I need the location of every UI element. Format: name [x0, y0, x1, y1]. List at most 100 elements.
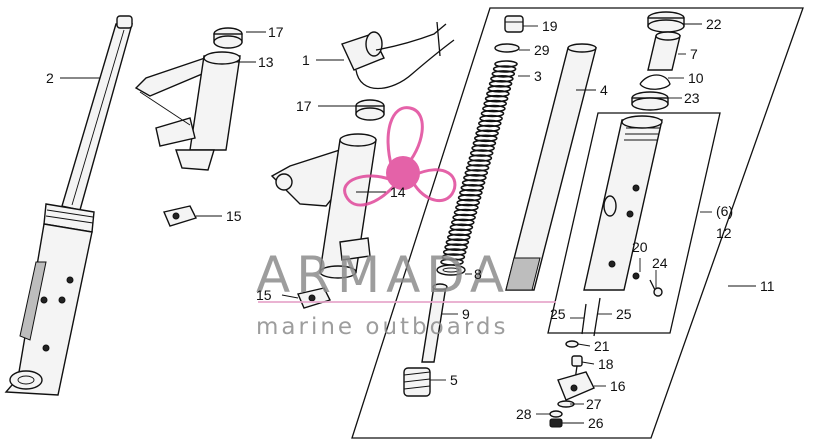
spring-coil: [455, 203, 479, 212]
spring-coil: [453, 208, 478, 217]
pin-left: [581, 303, 587, 335]
spring-coil: [486, 89, 510, 98]
brand-name: ARMADA: [256, 246, 510, 304]
spring-coil: [476, 124, 501, 133]
clip-upper: [163, 205, 197, 227]
callout-labels: 2 17 13 1 17 14 15 15 19 29 3 4 8 9 5 22…: [46, 16, 775, 431]
axle-bolt: [649, 279, 663, 297]
spring-coil: [490, 75, 514, 83]
retaining-clip: [639, 74, 671, 90]
spring-coil: [480, 109, 505, 118]
spring-coil: [491, 70, 516, 78]
pin-right: [593, 297, 601, 337]
callout-26: 26: [588, 415, 604, 431]
brand-tagline: marine outboards: [256, 314, 508, 340]
spring-coil: [465, 164, 490, 172]
watermark: ARMADA marine outboards: [256, 106, 556, 340]
lower-bracket-stem: [270, 133, 377, 279]
cover-seat: [631, 91, 669, 111]
callout-2: 2: [46, 70, 54, 86]
spring-coil: [460, 184, 485, 192]
callout-9: 9: [462, 306, 470, 322]
spring-coil: [450, 218, 475, 227]
leader-lines: [60, 23, 756, 424]
callout-5: 5: [450, 372, 458, 388]
callout-16: 16: [610, 378, 626, 394]
rebound-spring: [403, 367, 431, 397]
spring-coil: [463, 174, 487, 182]
spring-coil: [479, 114, 503, 123]
callout-11: 11: [760, 278, 775, 294]
callout-19: 19: [542, 18, 558, 34]
spring-coil: [477, 119, 502, 128]
spring-coil: [456, 198, 481, 207]
holder-spring-washer: [549, 410, 563, 418]
callout-8: 8: [474, 266, 482, 282]
spring-coil: [446, 233, 471, 242]
spring-coil: [492, 65, 517, 73]
callout-4: 4: [600, 82, 608, 98]
spring-coil: [483, 99, 508, 108]
fork-spring: [440, 60, 518, 266]
damper-rod: [421, 283, 448, 363]
callout-27: 27: [586, 396, 602, 412]
upper-bracket: [134, 51, 241, 171]
callout-14: 14: [390, 184, 406, 200]
switch-with-cable: [341, 21, 455, 90]
callout-17-top: 17: [268, 24, 284, 40]
spring-coil: [467, 159, 491, 167]
top-cover-cap: [647, 11, 685, 33]
axle-holder: [557, 371, 595, 401]
callout-15-upper: 15: [226, 208, 242, 224]
spring-coil: [488, 80, 513, 88]
callout-24: 24: [652, 255, 668, 271]
left-fork-assembly: [4, 15, 133, 396]
upper-cover-tube: [647, 31, 681, 71]
spring-coil: [459, 188, 483, 197]
callout-13: 13: [258, 54, 274, 70]
spring-coil: [475, 129, 499, 138]
fork-tube: [505, 43, 597, 291]
spring-coil: [449, 223, 474, 232]
o-ring: [494, 43, 520, 53]
spring-coil: [469, 149, 494, 157]
callout-7: 7: [690, 46, 698, 62]
spring-coil: [473, 134, 498, 143]
callout-23: 23: [684, 90, 700, 106]
assembly-frame: [351, 7, 804, 439]
spring-coil: [448, 228, 472, 237]
callout-10: 10: [688, 70, 704, 86]
spring-coil: [471, 144, 495, 152]
spring-coil: [452, 213, 476, 222]
callout-15-lower: 15: [256, 287, 272, 303]
callout-22: 22: [706, 16, 722, 32]
fork-slider: [583, 115, 663, 291]
spring-coil: [441, 253, 466, 261]
brand-logo: [343, 106, 457, 207]
callout-18: 18: [598, 356, 614, 372]
spring-coil: [464, 169, 489, 177]
seal-ring: [436, 264, 466, 276]
callout-12: 12: [716, 225, 732, 241]
fork-slider-subframe: [547, 112, 721, 334]
callout-17-mid: 17: [296, 98, 312, 114]
callout-25-left: 25: [550, 306, 566, 322]
callout-6: (6): [716, 203, 733, 219]
callout-3: 3: [534, 68, 542, 84]
callout-28: 28: [516, 406, 532, 422]
spring-coil: [494, 60, 518, 68]
spring-coil: [484, 94, 509, 103]
spring-coil: [482, 104, 506, 113]
spring-coil: [457, 193, 482, 202]
holder-nut: [549, 418, 563, 428]
spring-coil: [442, 248, 467, 256]
callout-20: 20: [632, 239, 648, 255]
washer-small: [565, 340, 579, 348]
callout-1: 1: [302, 52, 310, 68]
spring-coil: [468, 154, 493, 162]
top-nut: [213, 27, 243, 49]
spring-coil: [444, 243, 468, 251]
middle-nut: [355, 99, 385, 121]
fork-cap: [504, 15, 524, 33]
